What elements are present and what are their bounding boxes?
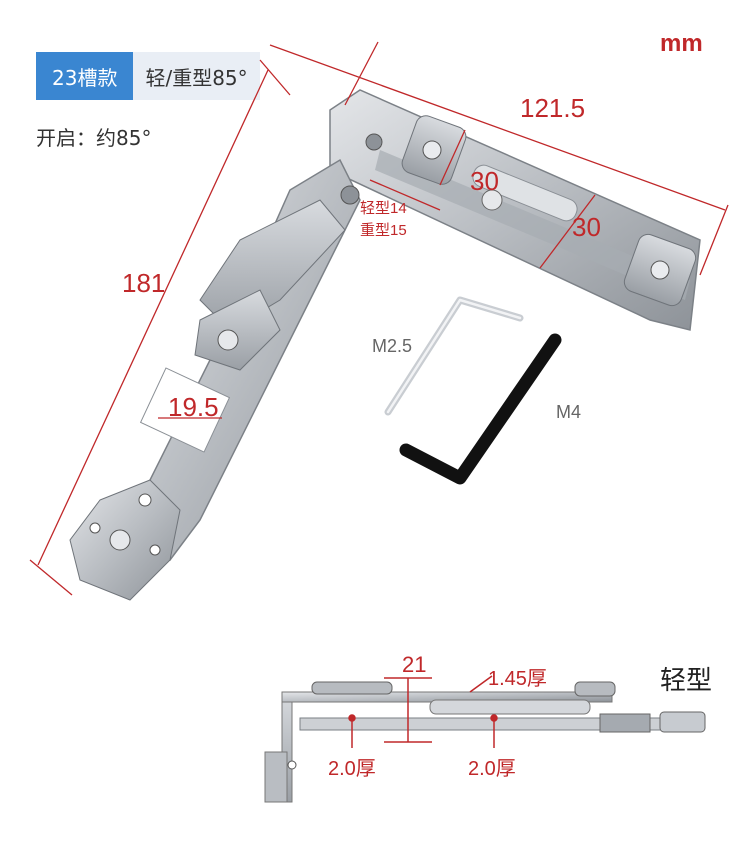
wrench-small-label: M2.5 [372, 336, 413, 356]
side-width-label: 21 [402, 652, 427, 677]
allen-key-large-icon [399, 333, 562, 485]
hinge-side-view [264, 681, 706, 803]
type-label: 轻/重型85° [133, 52, 260, 100]
width-bottom-label: 19.5 [168, 392, 219, 422]
unit-label: mm [660, 30, 703, 57]
spec-tag: 23槽款 轻/重型85° [36, 52, 260, 100]
light-note-label: 轻型14 [360, 200, 407, 217]
heavy-note-label: 重型15 [360, 222, 407, 239]
width-b-label: 30 [572, 212, 601, 242]
hinge-vertical-arm [69, 158, 361, 601]
side-view-dimension-lines [348, 675, 498, 748]
hinge-horizontal-arm [329, 89, 701, 331]
thickness-left-label: 2.0厚 [328, 758, 376, 780]
opening-angle-label: 开启：约85° [36, 126, 152, 150]
thickness-right-label: 2.0厚 [468, 758, 516, 780]
wrench-large-label: M4 [556, 402, 582, 422]
slot-label: 23槽款 [36, 52, 134, 100]
width-a-label: 30 [470, 166, 499, 196]
dimension-lines [29, 41, 729, 596]
length-left-label: 181 [122, 268, 166, 298]
length-top-label: 121.5 [520, 93, 586, 123]
thickness-top-label: 1.45厚 [488, 668, 547, 690]
variant-label: 轻型 [660, 666, 713, 696]
